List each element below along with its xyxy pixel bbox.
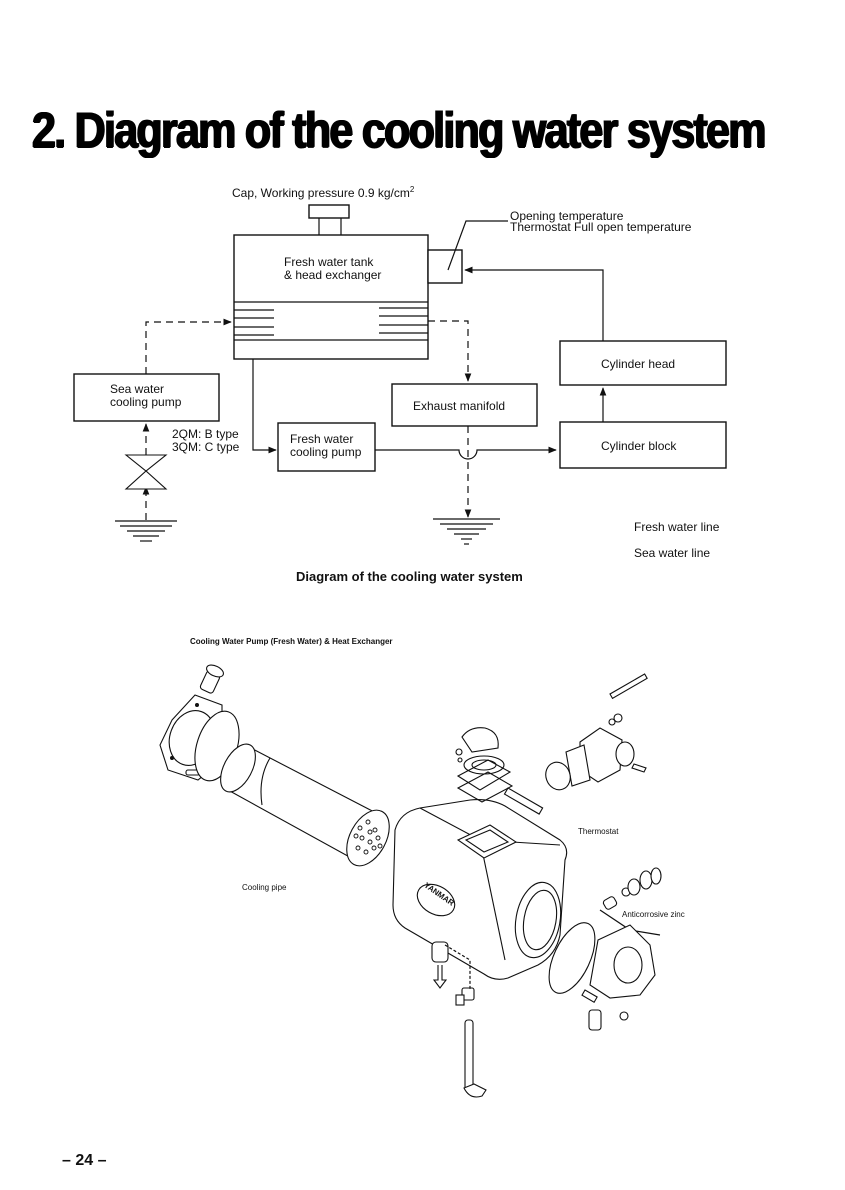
pump-type-2qm: 2QM: B type <box>172 427 239 441</box>
fresh-pump-label-line2: cooling pump <box>290 445 362 459</box>
cooling-pipe-label: Cooling pipe <box>242 883 287 892</box>
sea-pump-label-line2: cooling pump <box>110 395 182 409</box>
legend-sea-water-line: Sea water line <box>634 546 710 560</box>
tank-label-line2: & head exchanger <box>284 268 381 282</box>
page-title: 2. Diagram of the cooling water system <box>32 102 766 158</box>
fresh-water-lines <box>252 266 607 460</box>
exhaust-manifold-box: Exhaust manifold <box>391 383 538 427</box>
sea-cock-valve <box>124 454 168 490</box>
filler-neck <box>455 727 544 815</box>
cylinder-head-label: Cylinder head <box>601 357 675 371</box>
pump-type-3qm: 3QM: C type <box>172 440 240 454</box>
anticorrosive-zinc-parts <box>599 867 662 936</box>
sea-intake-symbol <box>115 520 177 542</box>
cylinder-block-label: Cylinder block <box>601 439 677 453</box>
cylinder-head-box: Cylinder head <box>559 340 727 386</box>
sea-discharge-symbol <box>433 518 500 545</box>
heat-exchanger-body: YANMAR <box>392 799 568 980</box>
thermostat-housing <box>427 220 508 284</box>
legend-fresh-water-line: Fresh water line <box>634 520 720 534</box>
drain-cock-and-hose <box>431 941 487 1098</box>
anticorrosive-zinc-label: Anticorrosive zinc <box>622 910 685 919</box>
fresh-water-tank: Fresh water tank & head exchanger <box>233 234 429 360</box>
thermostat-label-line2: Thermostat Full open temperature <box>510 220 692 234</box>
fresh-pump-label-line1: Fresh water <box>290 432 353 446</box>
thermostat-label: Thermostat <box>578 827 619 836</box>
pump-cover <box>548 922 656 1031</box>
fresh-water-pump-box: Fresh water cooling pump <box>277 422 376 472</box>
schematic-diagram: Cap, Working pressure 0.9 kg/cm2 Fresh w… <box>73 185 727 584</box>
pressure-cap <box>308 204 350 235</box>
exploded-view: Cooling Water Pump (Fresh Water) & Heat … <box>159 637 685 1098</box>
thermostat-assembly <box>545 673 648 791</box>
legend: Fresh water line Sea water line <box>634 520 720 560</box>
thermostat-label-line1: Opening temperature <box>510 209 624 223</box>
schematic-caption: Diagram of the cooling water system <box>296 569 523 584</box>
sea-water-pump-box: Sea water cooling pump <box>73 373 220 422</box>
cylinder-block-box: Cylinder block <box>559 421 727 469</box>
sea-water-lines <box>142 318 472 520</box>
exploded-view-title: Cooling Water Pump (Fresh Water) & Heat … <box>190 637 393 646</box>
page-number: – 24 – <box>62 1152 107 1169</box>
cooling-pipe <box>220 743 390 867</box>
exhaust-manifold-label: Exhaust manifold <box>413 399 505 413</box>
tank-label-line1: Fresh water tank <box>284 255 374 269</box>
drain-plug-top <box>199 664 224 694</box>
sea-pump-label-line1: Sea water <box>110 382 164 396</box>
cap-label: Cap, Working pressure 0.9 kg/cm2 <box>232 185 415 200</box>
